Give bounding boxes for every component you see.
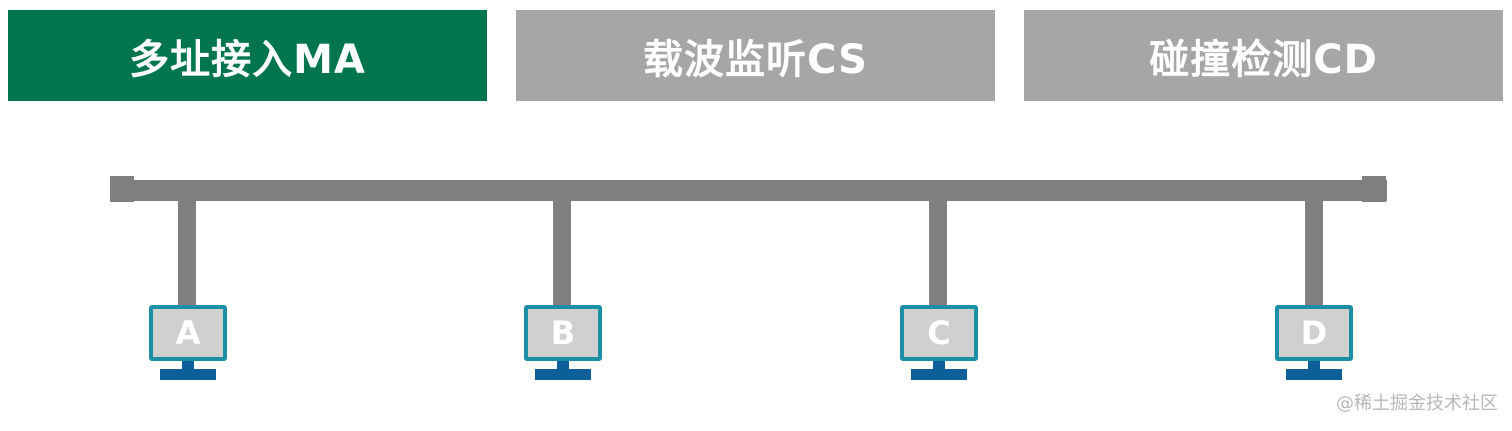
bus-end-cap-right bbox=[1362, 176, 1386, 202]
monitor-stand-base bbox=[911, 369, 967, 380]
drop-line-b bbox=[553, 195, 571, 310]
node-label: B bbox=[550, 314, 576, 352]
node-label: D bbox=[1300, 314, 1328, 352]
shared-bus-line bbox=[111, 180, 1387, 201]
tab-multiple-access[interactable]: 多址接入MA bbox=[8, 10, 487, 101]
node-label: A bbox=[175, 314, 201, 352]
monitor-icon: A bbox=[149, 305, 227, 361]
computer-node-b: B bbox=[524, 305, 602, 383]
node-label: C bbox=[927, 314, 951, 352]
drop-line-d bbox=[1305, 195, 1323, 310]
monitor-stand-neck bbox=[1308, 361, 1320, 369]
monitor-stand-base bbox=[1286, 369, 1342, 380]
monitor-icon: D bbox=[1275, 305, 1353, 361]
monitor-stand-neck bbox=[557, 361, 569, 369]
tab-label: 载波监听CS bbox=[643, 36, 868, 83]
drop-line-c bbox=[929, 195, 947, 310]
monitor-icon: B bbox=[524, 305, 602, 361]
tab-label: 多址接入MA bbox=[129, 36, 366, 83]
tab-carrier-sense[interactable]: 载波监听CS bbox=[516, 10, 995, 101]
monitor-stand-base bbox=[535, 369, 591, 380]
drop-line-a bbox=[178, 195, 196, 310]
monitor-stand-base bbox=[160, 369, 216, 380]
computer-node-d: D bbox=[1275, 305, 1353, 383]
computer-node-a: A bbox=[149, 305, 227, 383]
monitor-stand-neck bbox=[182, 361, 194, 369]
monitor-stand-neck bbox=[933, 361, 945, 369]
computer-node-c: C bbox=[900, 305, 978, 383]
tab-collision-detection[interactable]: 碰撞检测CD bbox=[1024, 10, 1503, 101]
watermark-text: @稀土掘金技术社区 bbox=[1336, 393, 1498, 414]
tab-label: 碰撞检测CD bbox=[1149, 36, 1378, 83]
monitor-icon: C bbox=[900, 305, 978, 361]
bus-end-cap-left bbox=[110, 176, 134, 202]
